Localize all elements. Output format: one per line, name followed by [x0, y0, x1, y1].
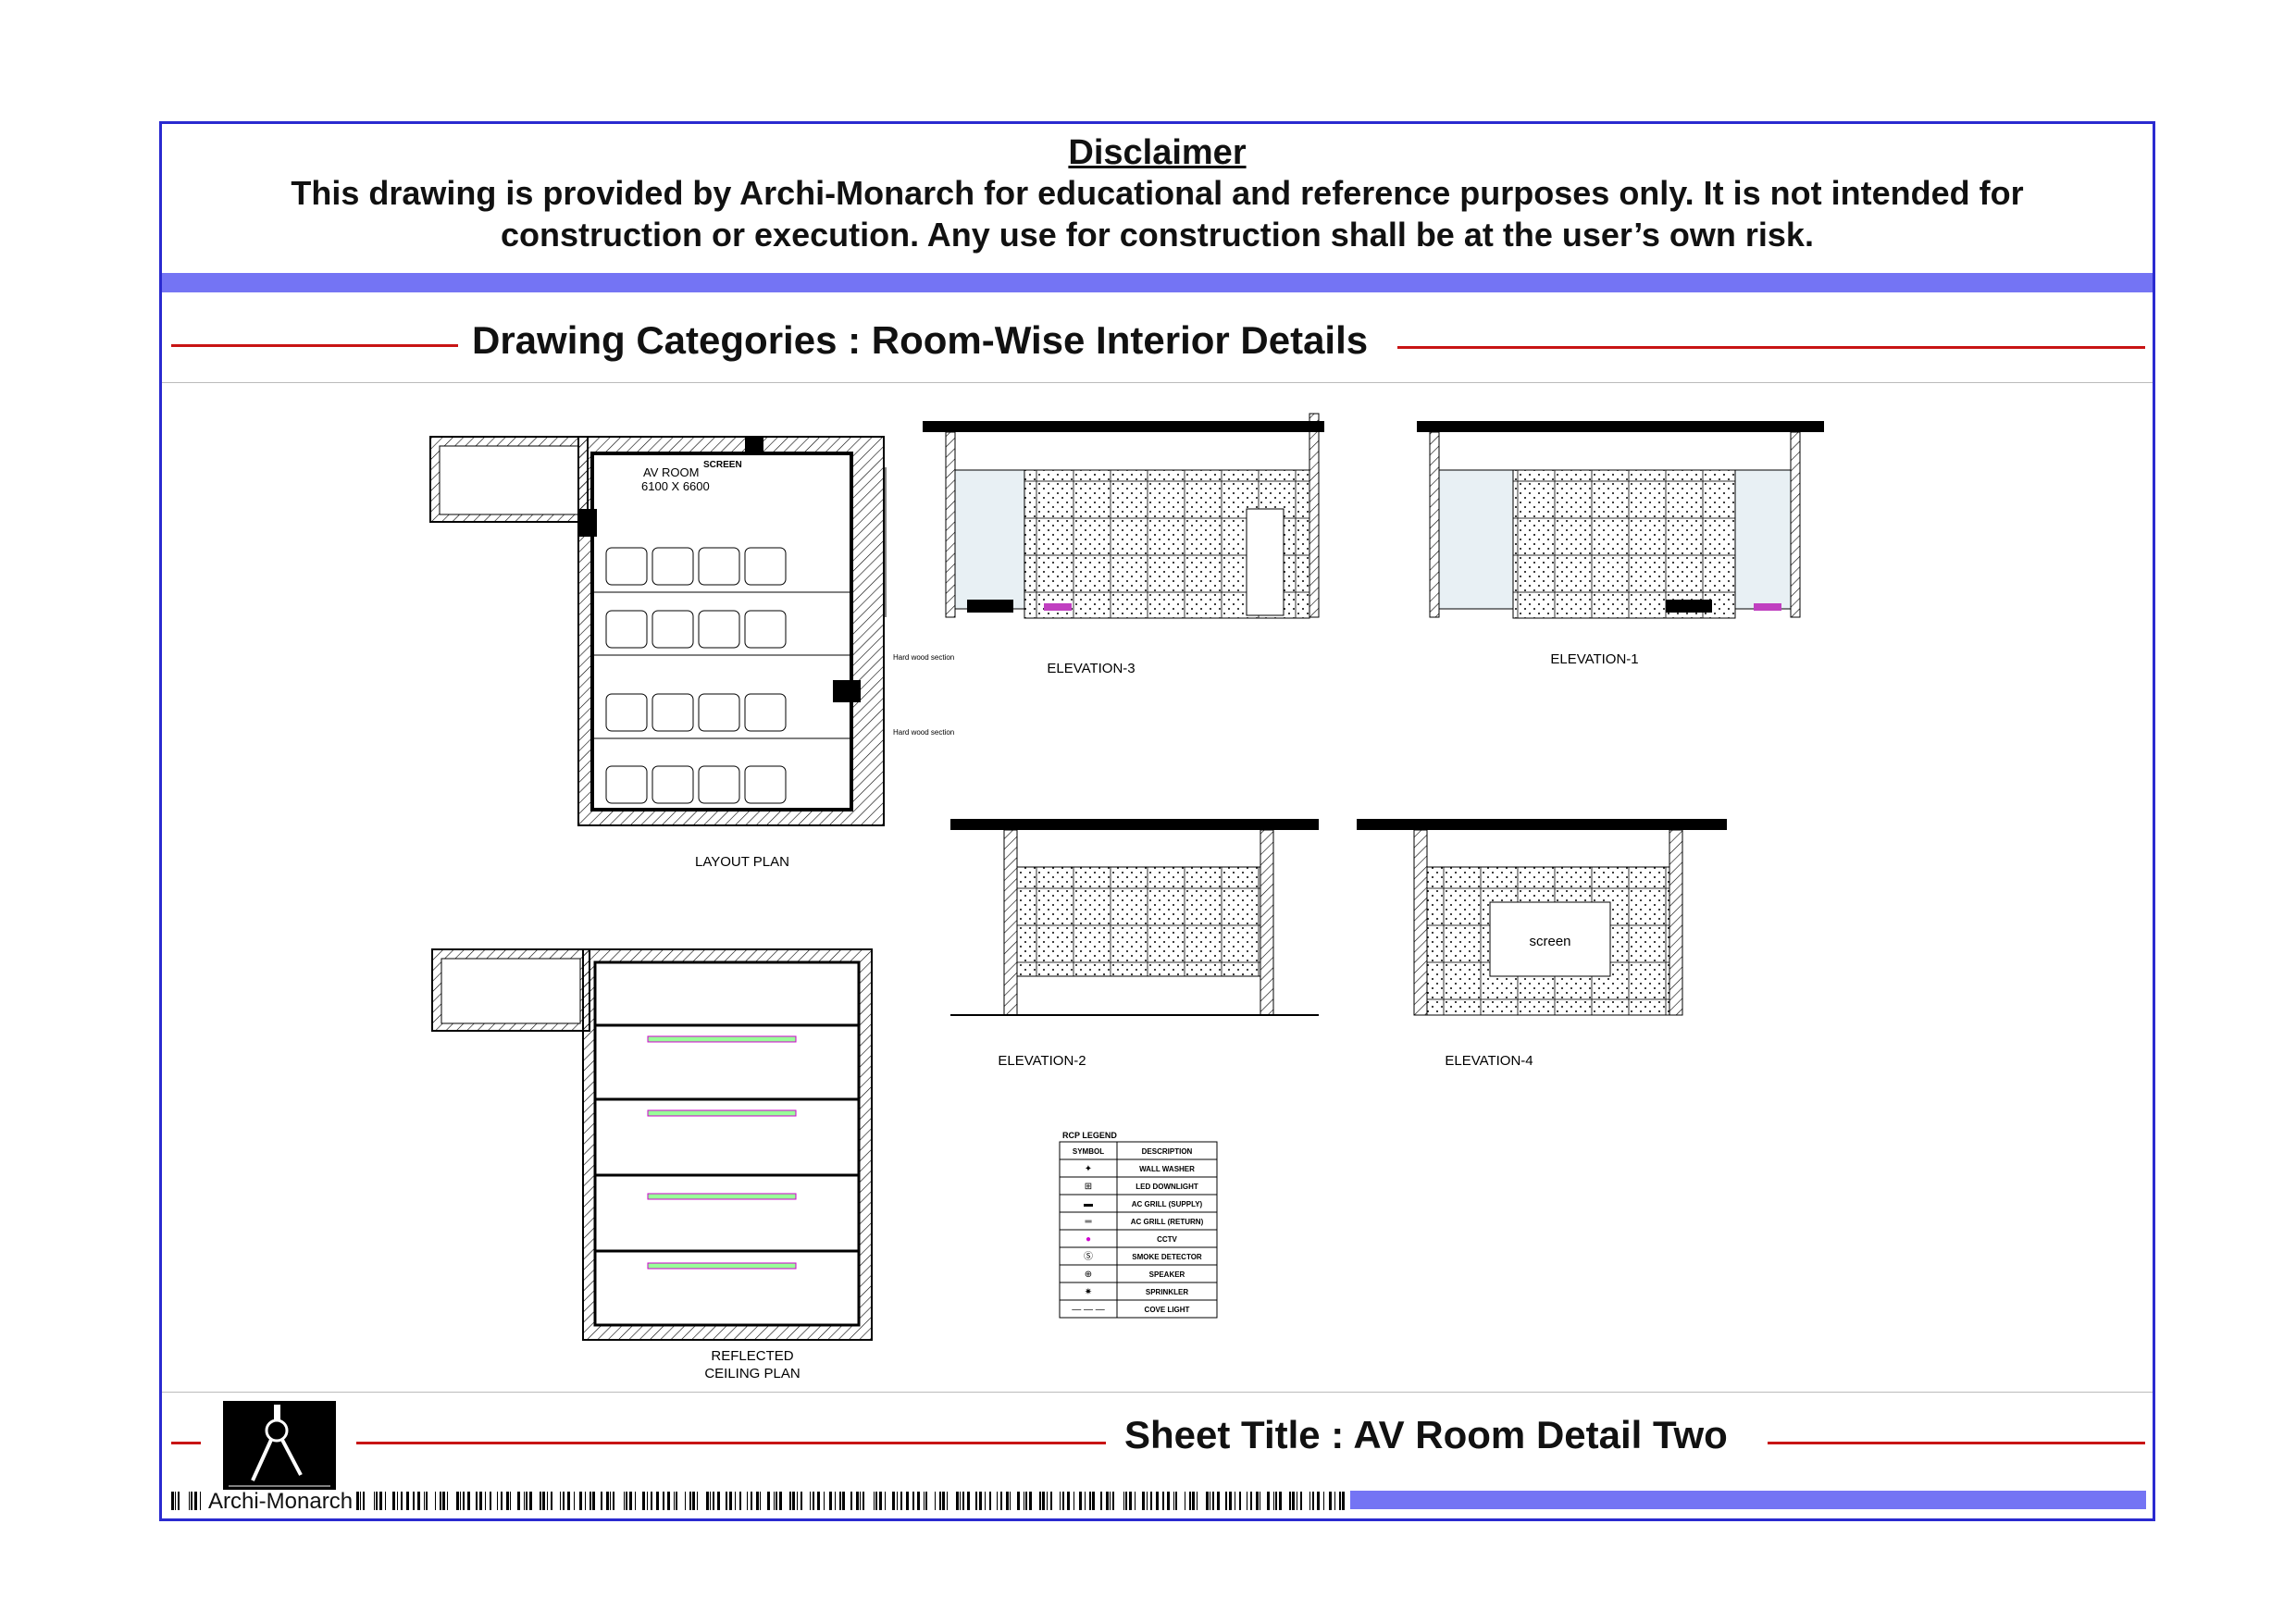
elevation-4-label: ELEVATION-4	[1445, 1053, 1533, 1069]
room-name: AV ROOM	[643, 465, 699, 479]
ac-grill-return-icon: ═	[1084, 1217, 1092, 1227]
category-row: Drawing Categories : Room-Wise Interior …	[162, 318, 2153, 374]
legend-description: AC GRILL (RETURN)	[1131, 1218, 1204, 1226]
seat	[605, 610, 648, 649]
disclaimer-title: Disclaimer	[1068, 133, 1247, 172]
elevation-3: ELEVATION-3	[885, 413, 1324, 676]
seat	[652, 610, 694, 649]
header-band	[162, 273, 2153, 292]
seat	[744, 547, 787, 586]
rcp-label-1: REFLECTED	[711, 1348, 793, 1364]
smoke-detector-icon: Ⓢ	[1084, 1251, 1093, 1262]
rule-footer-left	[171, 1442, 201, 1444]
rcp-label-2: CEILING PLAN	[704, 1366, 800, 1381]
elevation-1-label: ELEVATION-1	[1550, 651, 1638, 667]
seat	[605, 547, 648, 586]
note-hardwood-2: Hard wood section	[893, 728, 954, 737]
seat	[652, 765, 694, 804]
legend-description: SPRINKLER	[1146, 1288, 1188, 1296]
reflected-ceiling-plan: REFLECTED CEILING PLAN	[431, 948, 873, 1381]
cctv-icon: ●	[1086, 1234, 1091, 1245]
seat	[652, 547, 694, 586]
seat	[744, 693, 787, 732]
brand-name: Archi-Monarch	[208, 1489, 354, 1514]
seat	[698, 693, 740, 732]
elevation-3-label: ELEVATION-3	[1047, 661, 1135, 676]
rule-footer-mid	[356, 1442, 1106, 1444]
ac-grill-supply-icon: ▬	[1084, 1199, 1093, 1209]
compass-icon	[229, 1405, 330, 1487]
legend-title: RCP LEGEND	[1062, 1131, 1117, 1140]
sheet-title: Sheet Title : AV Room Detail Two	[1124, 1413, 1728, 1456]
seat	[698, 610, 740, 649]
elevation-4: screen ELEVATION-4	[1357, 819, 1727, 1069]
legend-description: SPEAKER	[1149, 1270, 1185, 1279]
elevation-2-label: ELEVATION-2	[998, 1053, 1086, 1069]
seat	[652, 693, 694, 732]
legend-header-symbol: SYMBOL	[1073, 1147, 1104, 1156]
barcode-left	[171, 1492, 201, 1510]
speaker-icon: ⊕	[1085, 1270, 1092, 1280]
cove-light-icon: — — —	[1072, 1305, 1105, 1315]
divider-bottom	[162, 1392, 2153, 1393]
elevation-2: ELEVATION-2	[950, 819, 1319, 1069]
legend-description: SMOKE DETECTOR	[1132, 1253, 1202, 1261]
rule-right	[1397, 346, 2145, 349]
seat	[744, 765, 787, 804]
screen-label: SCREEN	[703, 460, 742, 470]
layout-plan-label: LAYOUT PLAN	[695, 854, 789, 870]
seat	[698, 765, 740, 804]
sprinkler-icon: ✷	[1085, 1287, 1092, 1297]
elevation-1: ELEVATION-1	[1417, 421, 1824, 667]
rule-left	[171, 344, 458, 347]
legend-header-description: DESCRIPTION	[1142, 1147, 1193, 1156]
legend-description: AC GRILL (SUPPLY)	[1132, 1200, 1203, 1208]
legend-description: LED DOWNLIGHT	[1136, 1183, 1198, 1191]
category-title: Drawing Categories : Room-Wise Interior …	[472, 318, 1369, 362]
sheet-frame: Disclaimer This drawing is provided by A…	[159, 121, 2155, 1521]
legend-description: COVE LIGHT	[1145, 1306, 1190, 1314]
led-downlight-icon: ⊞	[1085, 1182, 1092, 1192]
seat	[698, 547, 740, 586]
screen-text: screen	[1529, 934, 1570, 949]
archi-monarch-logo	[223, 1401, 336, 1490]
room-size: 6100 X 6600	[641, 479, 710, 493]
rule-footer-right	[1768, 1442, 2145, 1444]
layout-plan: AV ROOM 6100 X 6600 SCREEN Hard wood sec…	[429, 436, 954, 870]
footer-band	[1350, 1491, 2146, 1509]
legend-description: WALL WASHER	[1139, 1165, 1195, 1173]
rcp-legend: RCP LEGEND SYMBOL DESCRIPTION ✦ WALL WASH…	[1059, 1131, 1218, 1319]
seat	[605, 693, 648, 732]
seat	[744, 610, 787, 649]
divider-top	[162, 382, 2153, 383]
wall-washer-icon: ✦	[1085, 1164, 1092, 1174]
legend-description: CCTV	[1157, 1235, 1177, 1244]
disclaimer-text: This drawing is provided by Archi-Monarc…	[291, 174, 2024, 254]
note-hardwood-1: Hard wood section	[893, 653, 954, 662]
barcode-strip	[356, 1492, 1345, 1510]
seat	[605, 765, 648, 804]
